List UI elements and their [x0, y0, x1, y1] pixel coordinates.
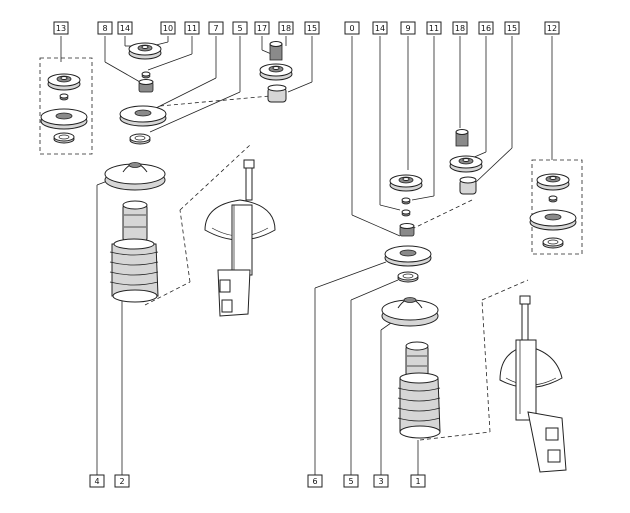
callout-6: 6 — [307, 474, 323, 488]
callout-2: 2 — [114, 474, 130, 488]
callout-6-label: 6 — [312, 477, 317, 486]
bump-stop-icon — [267, 84, 287, 103]
bearing-icon — [119, 105, 167, 127]
bearing-icon — [384, 245, 432, 267]
strut-top-mount-icon — [128, 42, 162, 60]
callouts-top-left: 13 8 14 10 11 7 5 17 18 15 — [53, 21, 320, 35]
callout-7: 7 — [208, 21, 224, 35]
strut-top-mount-icon — [47, 73, 81, 91]
callout-18b-label: 18 — [455, 24, 465, 33]
callout-4-label: 4 — [94, 477, 99, 486]
callouts-bottom: 4 2 6 5 3 1 — [89, 474, 426, 488]
callout-12-label: 12 — [547, 24, 557, 33]
callout-14b-label: 14 — [375, 24, 385, 33]
callout-8-label: 8 — [102, 24, 107, 33]
nut-icon — [401, 209, 411, 217]
callout-16-label: 16 — [481, 24, 491, 33]
nut-icon — [138, 79, 154, 93]
callout-1: 1 — [410, 474, 426, 488]
callout-1-label: 1 — [415, 477, 420, 486]
callout-15b: 15 — [504, 21, 520, 35]
callout-18: 18 — [278, 21, 294, 35]
kit-box-13 — [39, 57, 93, 155]
strut-top-mount-icon — [259, 63, 293, 81]
shock-absorber-icon — [499, 295, 567, 473]
callout-9-label: 9 — [405, 24, 410, 33]
callout-5b-label: 5 — [348, 477, 353, 486]
bump-stop-icon — [405, 341, 429, 379]
strut-top-mount-icon — [449, 155, 483, 173]
callout-18-label: 18 — [281, 24, 291, 33]
callouts-top-right: 0 14 9 11 18 16 15 12 — [344, 21, 560, 160]
callout-3: 3 — [373, 474, 389, 488]
callout-14b: 14 — [372, 21, 388, 35]
nut-icon — [548, 195, 558, 203]
nut-icon — [141, 71, 151, 79]
callout-4: 4 — [89, 474, 105, 488]
callout-5: 5 — [232, 21, 248, 35]
callout-10-label: 10 — [163, 24, 173, 33]
callout-14: 14 — [117, 21, 133, 35]
bearing-icon — [40, 108, 88, 130]
left-assembly — [39, 41, 293, 317]
callout-12: 12 — [544, 21, 560, 35]
bearing-icon — [53, 132, 75, 144]
callout-0-label: 0 — [349, 24, 354, 33]
callout-9: 9 — [400, 21, 416, 35]
nut-icon — [401, 197, 411, 205]
callout-0: 0 — [344, 21, 360, 35]
callout-7-label: 7 — [213, 24, 218, 33]
callout-5-label: 5 — [237, 24, 242, 33]
strut-top-mount-icon — [389, 174, 423, 192]
callout-11b: 11 — [426, 21, 442, 35]
spring-seat-icon — [104, 162, 166, 191]
dust-boot-icon — [109, 238, 159, 303]
callout-11: 11 — [184, 21, 200, 35]
dust-boot-icon — [397, 372, 441, 439]
leader-lines-right — [314, 36, 529, 475]
bearing-icon — [397, 271, 419, 283]
callout-17: 17 — [254, 21, 270, 35]
kit-box-12 — [531, 159, 583, 255]
nut-icon — [269, 41, 283, 61]
callout-11-label: 11 — [187, 24, 197, 33]
nut-icon — [59, 93, 69, 101]
bearing-icon — [129, 133, 151, 145]
bump-stop-icon — [122, 200, 148, 244]
bearing-icon — [542, 237, 564, 249]
bump-stop-icon — [459, 176, 477, 195]
callout-13-label: 13 — [56, 24, 66, 33]
right-assembly — [381, 129, 583, 473]
nut-icon — [455, 129, 469, 147]
callout-11b-label: 11 — [429, 24, 439, 33]
callout-17-label: 17 — [257, 24, 267, 33]
nut-icon — [399, 223, 415, 237]
callout-3-label: 3 — [378, 477, 383, 486]
spring-seat-icon — [381, 297, 439, 327]
callout-2-label: 2 — [119, 477, 124, 486]
bearing-icon — [529, 209, 577, 231]
callout-15: 15 — [304, 21, 320, 35]
callout-5b: 5 — [343, 474, 359, 488]
callout-15-label: 15 — [307, 24, 317, 33]
callout-18b: 18 — [452, 21, 468, 35]
strut-top-mount-icon — [536, 173, 570, 191]
callout-13: 13 — [53, 21, 69, 35]
callout-10: 10 — [160, 21, 176, 35]
callout-14-label: 14 — [120, 24, 130, 33]
callout-8: 8 — [97, 21, 113, 35]
shock-absorber-icon — [204, 159, 276, 317]
leader-lines-left — [60, 36, 313, 475]
callout-16: 16 — [478, 21, 494, 35]
callout-15b-label: 15 — [507, 24, 517, 33]
